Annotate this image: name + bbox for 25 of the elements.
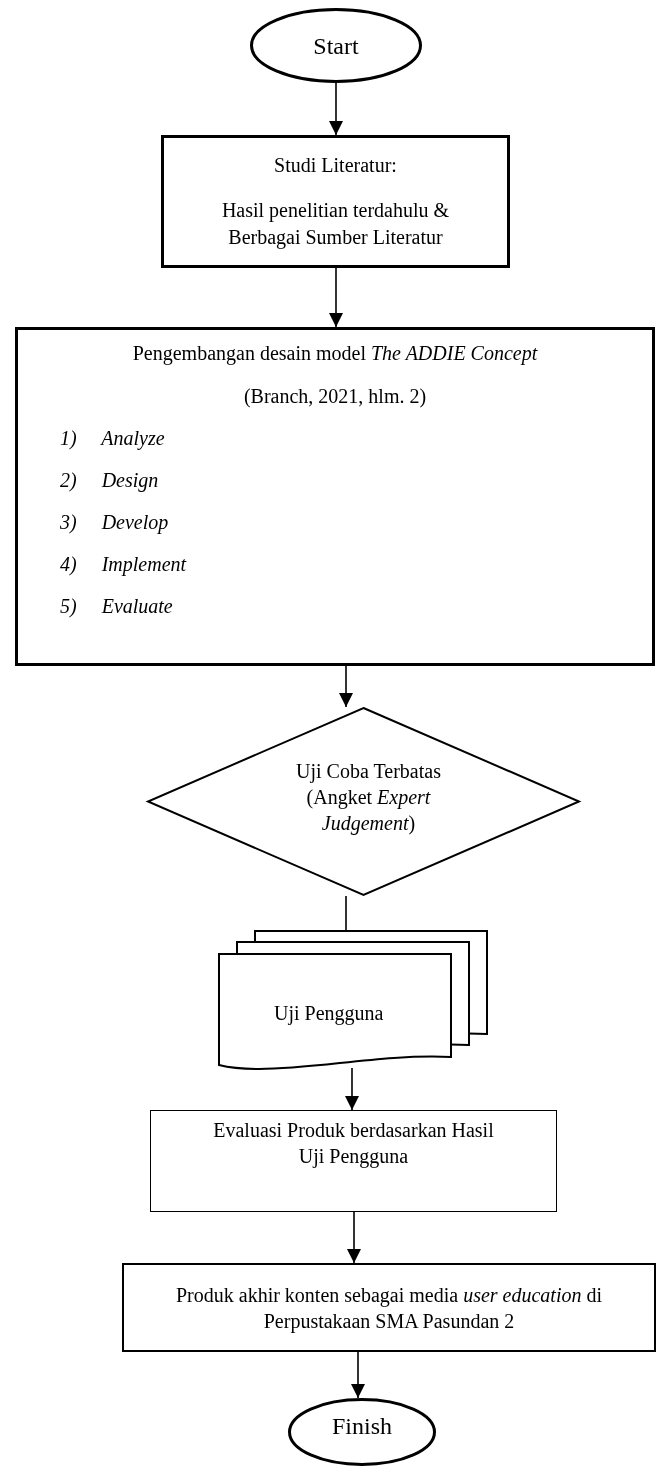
- arrow: [351, 1351, 365, 1399]
- list-item: 2) Design: [60, 469, 159, 491]
- list-item: 5) Evaluate: [60, 595, 173, 617]
- list-item: 1) Analyze: [60, 427, 165, 449]
- terminal-label: Start: [313, 31, 359, 61]
- process-box: [15, 327, 655, 666]
- list-item: 3) Develop: [60, 511, 169, 533]
- box-text: Produk akhir konten sebagai media user education di Perpustakaan SMA Pasundan 2: [175, 1282, 603, 1334]
- arrow: [339, 665, 353, 708]
- arrow: [345, 1067, 359, 1111]
- arrow: [329, 82, 343, 136]
- box-heading: Studi Literatur:: [274, 153, 397, 178]
- node-label: Uji Pengguna: [274, 1000, 384, 1026]
- box-heading: Pengembangan desain model The ADDIE Concept: [132, 342, 538, 364]
- process-box: [122, 1263, 656, 1352]
- arrow: [347, 1211, 361, 1264]
- list-item: 4) Implement: [60, 553, 187, 575]
- process-box: [150, 1110, 557, 1212]
- terminal-label: Finish: [332, 1412, 392, 1441]
- citation-text: (Branch, 2021, hlm. 2): [243, 385, 427, 407]
- box-text: Evaluasi Produk berdasarkan Hasil Uji Pengguna: [212, 1118, 495, 1169]
- box-text: Hasil penelitian terdahulu & Berbagai Sumber Literatur: [220, 198, 451, 251]
- process-box: [161, 135, 510, 268]
- arrow: [329, 267, 343, 328]
- node-label: Uji Coba Terbatas (Angket Expert Judgement): [295, 758, 442, 836]
